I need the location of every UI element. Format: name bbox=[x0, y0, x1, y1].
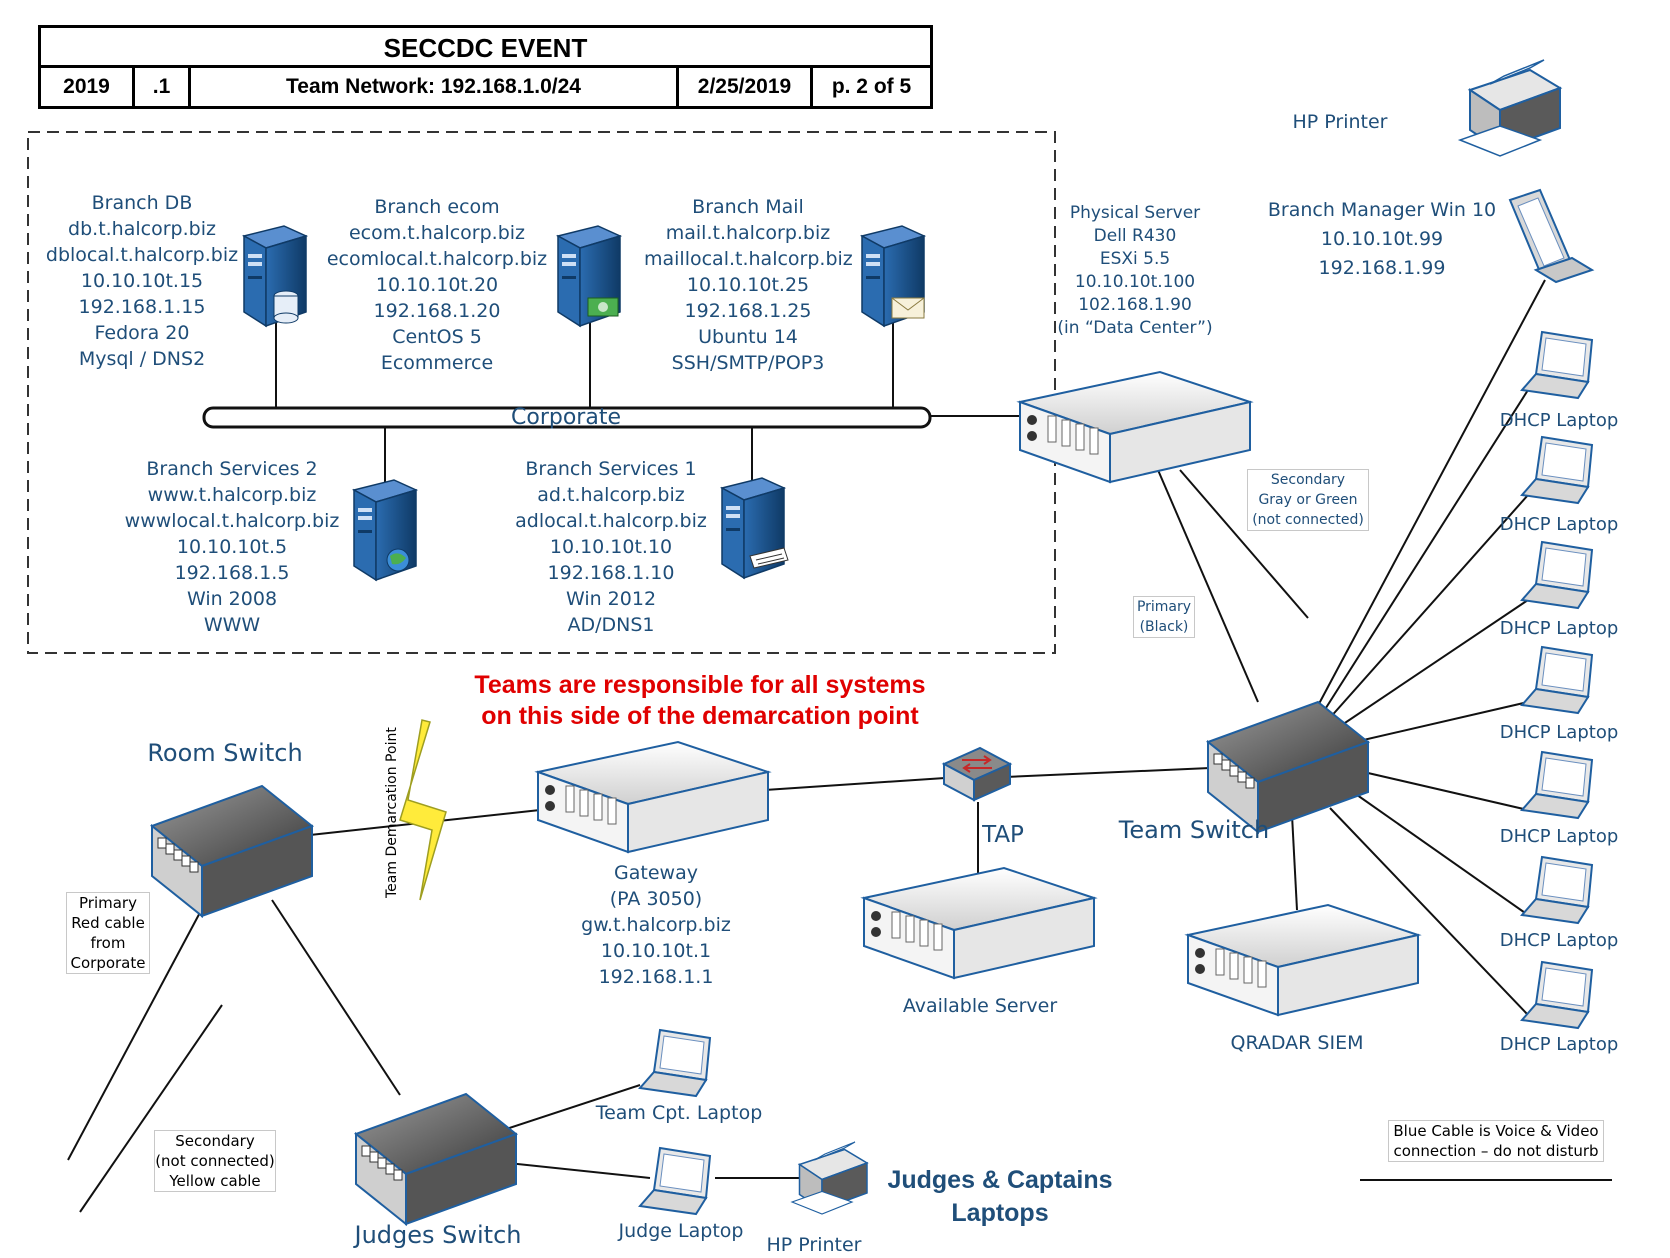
qradar-siem-icon bbox=[1187, 904, 1419, 1016]
dhcp-laptop-label: DHCP Laptop bbox=[1499, 930, 1619, 951]
secondary-yellow-note: Secondary(not connected)Yellow cable bbox=[154, 1130, 276, 1192]
ecommerce-server-icon bbox=[557, 225, 621, 327]
title-block-version: .1 bbox=[135, 68, 191, 106]
corporate-boundary bbox=[27, 131, 1056, 654]
team-switch-label: Team Switch bbox=[1118, 816, 1270, 844]
dhcp-laptop-label: DHCP Laptop bbox=[1499, 618, 1619, 639]
dhcp-laptop-label: DHCP Laptop bbox=[1499, 1034, 1619, 1055]
dhcp-laptop-icon bbox=[1521, 436, 1593, 504]
connection-lines bbox=[67, 279, 1612, 1213]
team-cpt-laptop-icon bbox=[639, 1029, 711, 1097]
title-block-network: Team Network: 192.168.1.0/24 bbox=[191, 68, 679, 106]
directory-server-icon bbox=[721, 477, 789, 579]
dhcp-laptop-icon bbox=[1521, 541, 1593, 609]
dhcp-laptop-icon bbox=[1521, 961, 1593, 1029]
team-switch-icon bbox=[1207, 701, 1369, 833]
dhcp-laptop-icon bbox=[1521, 331, 1593, 399]
available-server-icon bbox=[863, 867, 1095, 979]
demarcation-lightning-icon bbox=[399, 719, 447, 901]
available-server-label: Available Server bbox=[902, 995, 1058, 1017]
dhcp-laptop-label: DHCP Laptop bbox=[1499, 514, 1619, 535]
room-switch-icon bbox=[151, 785, 313, 917]
mail-server-icon bbox=[861, 225, 925, 327]
primary-black-note: Primary(Black) bbox=[1133, 596, 1195, 638]
branch-manager-monitor-icon bbox=[1508, 188, 1595, 284]
demarcation-label: Team Demarcation Point bbox=[384, 727, 400, 899]
printer-icon-bottom bbox=[791, 1141, 868, 1215]
dhcp-laptop-label: DHCP Laptop bbox=[1499, 722, 1619, 743]
title-block-page: p. 2 of 5 bbox=[831, 75, 912, 98]
corporate-bus-label: Corporate bbox=[511, 405, 621, 430]
hp-printer-bottom-label: HP Printer bbox=[766, 1234, 862, 1256]
dhcp-laptop-icon bbox=[1521, 751, 1593, 819]
corporate-bus bbox=[202, 406, 932, 429]
dhcp-laptop-icon bbox=[1521, 646, 1593, 714]
hp-printer-top-label: HP Printer bbox=[1292, 111, 1388, 133]
qradar-siem-label: QRADAR SIEM bbox=[1230, 1032, 1364, 1054]
gateway-icon bbox=[537, 741, 769, 853]
database-server-icon bbox=[243, 225, 307, 327]
title-block-year: 2019 bbox=[41, 68, 135, 106]
judge-laptop-icon bbox=[639, 1147, 711, 1215]
tap-label: TAP bbox=[982, 822, 1024, 848]
title-block-title: SECCDC EVENT bbox=[41, 28, 930, 68]
team-cpt-laptop-label: Team Cpt. Laptop bbox=[595, 1102, 763, 1124]
judges-switch-label: Judges Switch bbox=[354, 1221, 522, 1249]
dhcp-laptop-icon bbox=[1521, 856, 1593, 924]
printer-icon-top bbox=[1459, 59, 1561, 157]
room-switch-label: Room Switch bbox=[147, 739, 303, 767]
judges-switch-icon bbox=[355, 1093, 517, 1225]
web-server-icon bbox=[353, 479, 417, 581]
title-block: SECCDC EVENT 2019 .1 Team Network: 192.1… bbox=[38, 25, 933, 109]
dhcp-laptop-label: DHCP Laptop bbox=[1499, 410, 1619, 431]
dhcp-laptop-label: DHCP Laptop bbox=[1499, 826, 1619, 847]
judge-laptop-label: Judge Laptop bbox=[618, 1220, 744, 1242]
title-block-date: 2/25/2019 bbox=[679, 68, 813, 106]
tap-icon bbox=[941, 746, 1013, 802]
